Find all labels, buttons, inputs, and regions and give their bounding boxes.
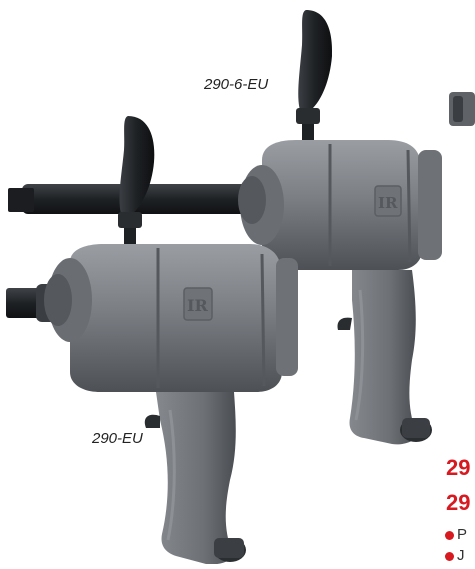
side-handle-knob [298,10,333,110]
feature-bullet-1-text: P [457,526,468,543]
svg-text:IR: IR [187,296,208,315]
model-heading-1: 29 [446,455,471,480]
bullet-dot-icon [445,551,454,561]
caption-290-6-eu: 290-6-EU [204,76,269,93]
svg-text:IR: IR [378,194,398,212]
feature-bullet-1: P [445,526,467,543]
feature-bullet-2: J [445,547,465,564]
ir-logo-icon [374,185,402,217]
ir-logo-icon-front [183,287,213,321]
bullet-dot-icon [445,530,454,540]
caption-290-eu: 290-EU [92,430,143,447]
socket-part [449,92,475,126]
model-heading-2: 29 [446,490,471,515]
tool-290-eu: IR [6,116,298,565]
feature-bullet-2-text: J [457,547,465,564]
tool-290-6-eu: IR [8,10,442,445]
side-handle-knob-front [119,116,155,214]
